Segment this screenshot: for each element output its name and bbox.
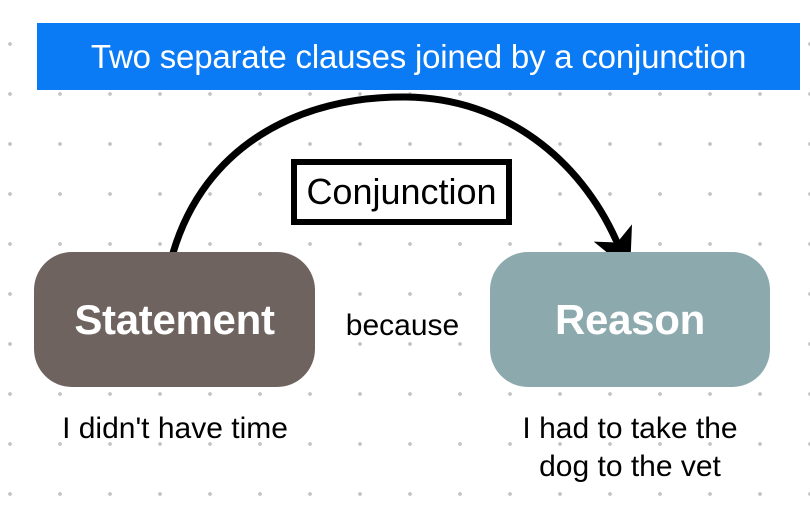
reason-caption-line-1: I had to take the — [522, 412, 738, 445]
statement-caption: I didn't have time — [10, 410, 340, 448]
reason-box: Reason — [490, 252, 770, 387]
reason-caption: I had to take the dog to the vet — [470, 410, 790, 485]
conjunction-label-box: Conjunction — [291, 159, 512, 225]
reason-caption-line-2: dog to the vet — [539, 449, 721, 483]
banner-title-text: Two separate clauses joined by a conjunc… — [90, 38, 747, 75]
statement-box: Statement — [34, 252, 315, 387]
title-banner: Two separate clauses joined by a conjunc… — [37, 23, 800, 90]
conjunction-label-text: Conjunction — [306, 171, 497, 212]
connector-word-because: because — [345, 309, 460, 342]
statement-box-label: Statement — [74, 295, 275, 343]
reason-box-label: Reason — [555, 295, 705, 343]
statement-caption-line-1: I didn't have time — [62, 412, 288, 445]
